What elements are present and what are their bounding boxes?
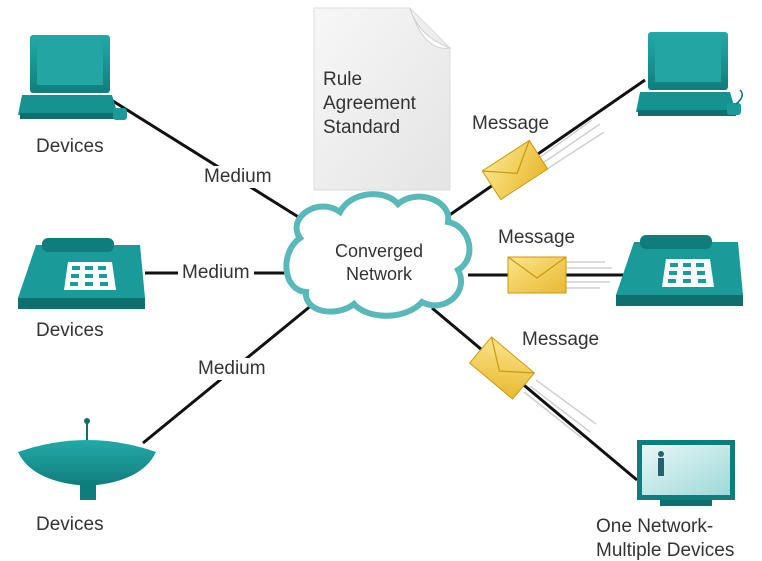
document-icon <box>313 7 452 191</box>
computer-icon <box>18 35 127 120</box>
medium-label-top: Medium <box>200 166 276 188</box>
message-label-bottom: Message <box>522 329 600 350</box>
document-line-rule: Rule <box>323 69 363 90</box>
medium-label-bottom: Medium <box>194 358 270 380</box>
cloud-text: Converged Network <box>318 240 440 286</box>
document-line-agreement: Agreement <box>323 93 416 114</box>
tv-label: One Network- Multiple Devices <box>596 515 734 561</box>
line-message-tv <box>431 306 638 482</box>
envelope-icon <box>507 256 612 294</box>
message-label-middle: Message <box>498 227 576 248</box>
satellite-dish-icon <box>18 418 156 500</box>
tv-icon <box>637 440 735 506</box>
line-computer-medium <box>107 96 317 230</box>
cloud-line-network: Network <box>345 264 412 284</box>
telephone-icon <box>18 238 145 309</box>
cloud-line-converged: Converged <box>334 241 424 261</box>
device-label-phone: Devices <box>36 320 104 341</box>
envelope-icon <box>468 336 597 439</box>
device-label-satellite: Devices <box>36 514 104 535</box>
message-label-top: Message <box>472 113 550 134</box>
computer-icon <box>636 32 743 116</box>
line-message-computer <box>437 78 646 225</box>
telephone-icon <box>616 235 743 306</box>
envelope-icon <box>481 119 605 201</box>
cloud-icon <box>283 191 473 319</box>
tv-label-line-2: Multiple Devices <box>596 540 735 561</box>
medium-label-middle: Medium <box>178 262 254 284</box>
document-line-standard: Standard <box>323 117 401 138</box>
tv-label-line-1: One Network- <box>596 516 714 537</box>
device-label-computer: Devices <box>36 136 104 157</box>
document-text: Rule Agreement Standard <box>323 68 416 140</box>
